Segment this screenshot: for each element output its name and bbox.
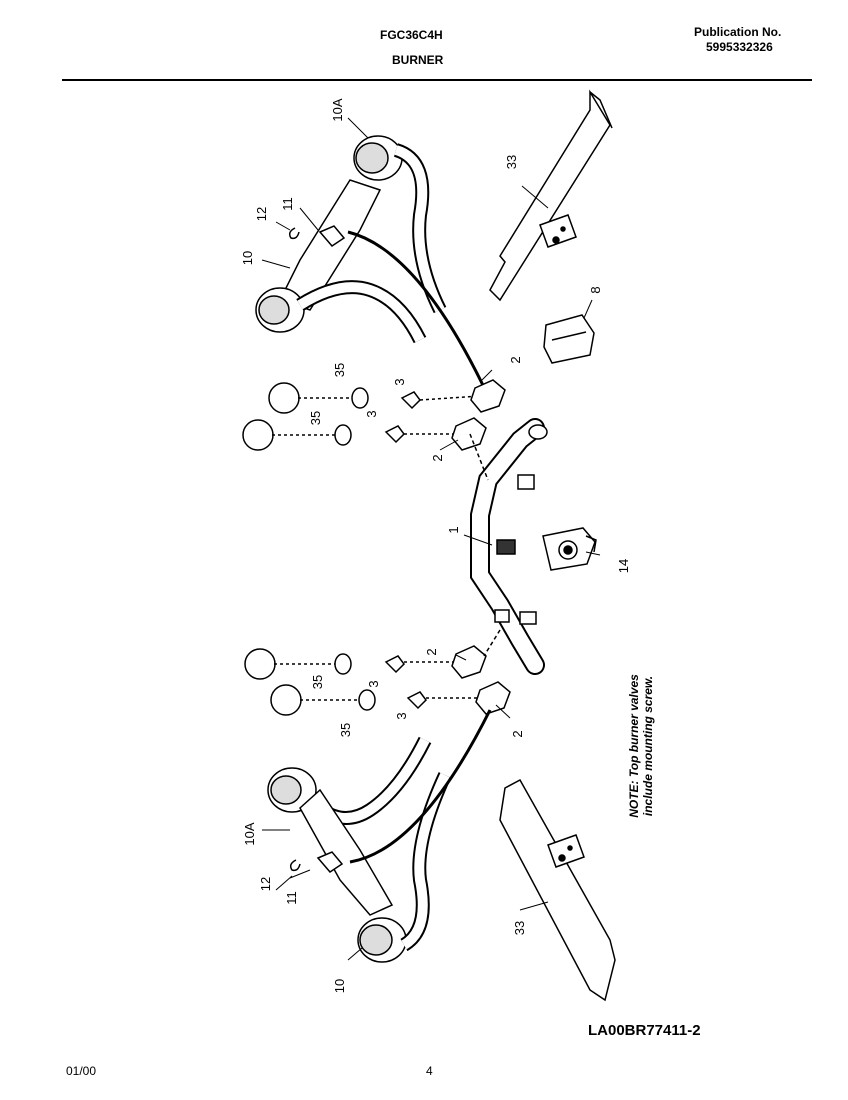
bottom-burner-bracket: [499, 778, 616, 1002]
callout-igniter: 8: [588, 286, 603, 293]
top-burner-assembly: [255, 135, 492, 401]
callout-leaders: [261, 117, 601, 961]
callout-gasket: 11: [280, 197, 295, 211]
callout-clip-b: 12: [258, 877, 273, 891]
header-rule: [62, 79, 812, 81]
callout-burner-left: 10: [240, 251, 255, 265]
publication-label: Publication No.: [694, 25, 782, 39]
manifold-pipe: [470, 418, 548, 675]
callout-bracket-bottom: 33: [512, 921, 527, 935]
callout-stem-c: 3: [366, 680, 381, 687]
note-line-2: include mounting screw.: [641, 676, 655, 816]
drawing-id: LA00BR77411-2: [588, 1022, 701, 1039]
revision-date: 01/00: [66, 1064, 97, 1078]
callout-burner-bottom: 10A: [242, 822, 257, 845]
callout-stem-d: 3: [394, 712, 409, 719]
callout-stem-a: 3: [392, 378, 407, 385]
note-line-1: NOTE: Top burner valves: [627, 674, 641, 818]
callout-bezel-d: 35: [338, 723, 353, 737]
callout-stem-b: 3: [364, 410, 379, 417]
callout-burner-right: 10: [332, 979, 347, 993]
bottom-valve-group: [244, 629, 511, 716]
model-number: FGC36C4H: [380, 28, 443, 42]
callout-manifold: 1: [446, 526, 461, 533]
callout-valve-a: 2: [508, 356, 523, 363]
top-valve-group: [242, 379, 506, 481]
callout-valve-b: 2: [430, 454, 445, 461]
page-number: 4: [426, 1064, 433, 1078]
top-burner-bracket: [489, 89, 613, 302]
callout-gasket-b: 11: [284, 891, 299, 905]
publication-number: 5995332326: [706, 40, 773, 54]
igniter-module: [543, 314, 595, 364]
callout-clip: 12: [254, 207, 269, 221]
pressure-regulator: [542, 527, 597, 571]
callout-bezel-a: 35: [332, 363, 347, 377]
callout-burner-top: 10A: [330, 98, 345, 121]
callout-bracket-top: 33: [504, 155, 519, 169]
callout-regulator: 14: [616, 559, 631, 573]
section-title: BURNER: [392, 53, 444, 67]
callout-bezel-c: 35: [310, 675, 325, 689]
callout-valve-c: 2: [424, 648, 439, 655]
callout-valve-d: 2: [510, 730, 525, 737]
callout-bezel-b: 35: [308, 411, 323, 425]
bottom-burner-assembly: [267, 709, 492, 963]
